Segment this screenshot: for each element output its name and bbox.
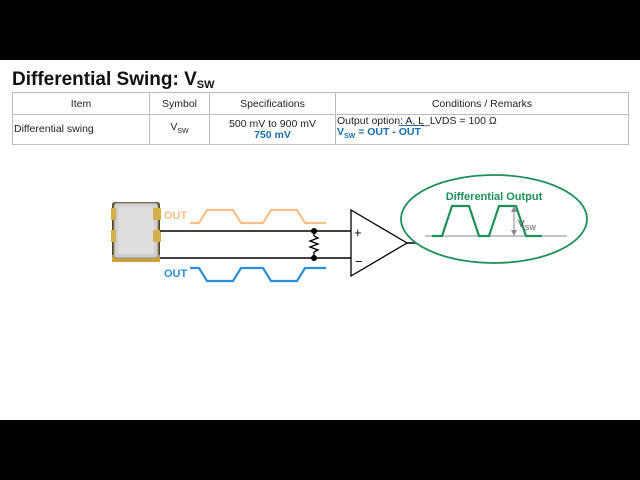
oscillator-package-icon — [111, 202, 161, 262]
formula-outbar: OUT — [398, 126, 421, 139]
out-waveform — [190, 208, 326, 225]
title-text: Differential Swing: V — [12, 69, 197, 90]
differential-amplifier-icon — [350, 208, 409, 278]
condition-prefix: Output option: — [337, 115, 406, 128]
cell-symbol: VSW — [149, 114, 210, 145]
spec-typical: 750 mV — [254, 128, 291, 141]
condition-suffix: _LVDS = 100 Ω — [424, 115, 497, 128]
outbar-waveform — [190, 266, 326, 283]
circuit-diagram: + − Differential Output VSW — [111, 174, 588, 283]
symbol-text: V — [170, 120, 178, 133]
spec-range: 500 mV to 900 mV — [229, 117, 316, 130]
vsw-label: VSW — [518, 219, 536, 232]
formula-line: VSW = OUT - OUT — [337, 127, 626, 142]
differential-output-waveform — [432, 204, 542, 238]
vsw-label-sub: SW — [525, 225, 537, 232]
slide-title: Differential Swing: VSW — [12, 69, 214, 91]
vsw-label-main: V — [518, 219, 525, 230]
outbar-label: OUT — [164, 268, 188, 280]
table-row: Differential swing VSW 500 mV to 900 mV … — [12, 114, 629, 145]
amp-plus-sign: + — [354, 225, 362, 240]
cell-specifications: 500 mV to 900 mV 750 mV — [209, 114, 336, 145]
amp-minus-sign: − — [355, 254, 363, 269]
condition-line: Output option: A, L_LVDS = 100 Ω — [337, 116, 626, 127]
title-subscript: SW — [196, 79, 215, 91]
symbol-subscript: SW — [177, 128, 189, 136]
formula-equals: = OUT - — [355, 126, 399, 139]
formula-subscript: SW — [344, 133, 356, 141]
termination-resistor-icon — [308, 227, 320, 262]
differential-output-title: Differential Output — [446, 191, 543, 203]
out-label: OUT — [164, 210, 188, 222]
cell-item: Differential swing — [12, 114, 150, 145]
condition-option: A, L — [405, 115, 424, 128]
vsw-arrow-icon — [511, 206, 517, 236]
cell-conditions: Output option: A, L_LVDS = 100 Ω VSW = O… — [335, 114, 629, 145]
spec-table: Item Symbol Specifications Conditions / … — [12, 92, 629, 145]
formula-v: V — [337, 126, 345, 139]
slide: Differential Swing: VSW Item Symbol Spec… — [0, 60, 640, 420]
